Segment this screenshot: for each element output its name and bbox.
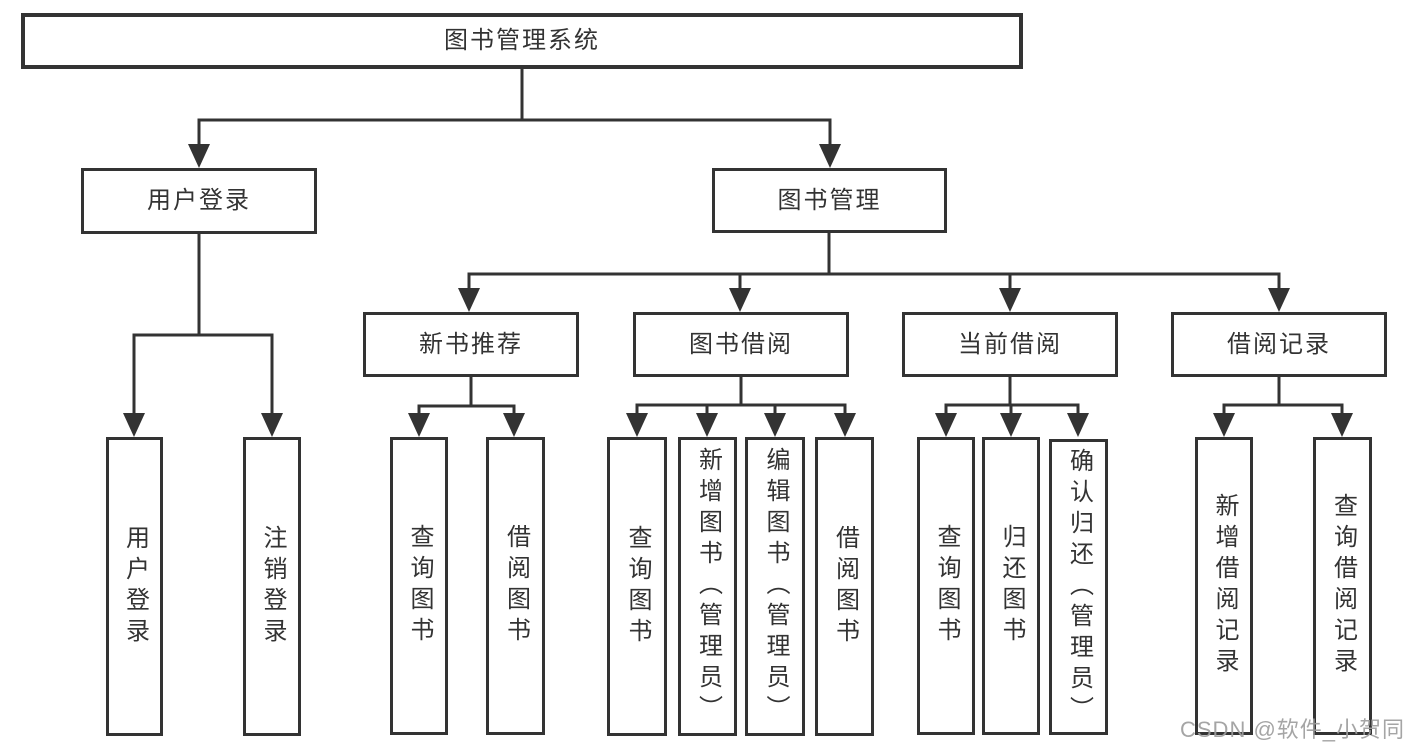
node-label: 确认归还（管理员） bbox=[1065, 447, 1093, 727]
node-label: 查询借阅记录 bbox=[1329, 493, 1357, 679]
node-confirm-return-admin: 确认归还（管理员） bbox=[1049, 439, 1108, 735]
node-label: 查询图书 bbox=[933, 524, 960, 648]
node-library-system: 图书管理系统 bbox=[21, 13, 1023, 69]
node-logout-leaf: 注销登录 bbox=[243, 437, 301, 736]
node-return-books: 归还图书 bbox=[982, 437, 1040, 735]
node-label: 借阅记录 bbox=[1227, 330, 1331, 358]
node-query-books-recommend: 查询图书 bbox=[390, 437, 448, 735]
node-query-books-borrow: 查询图书 bbox=[607, 437, 667, 736]
node-edit-book-admin: 编辑图书（管理员） bbox=[745, 437, 805, 736]
node-borrow-books-recommend: 借阅图书 bbox=[486, 437, 545, 735]
node-add-borrow-record: 新增借阅记录 bbox=[1195, 437, 1253, 735]
node-label: 用户登录 bbox=[121, 524, 149, 649]
node-query-books-current: 查询图书 bbox=[917, 437, 975, 735]
watermark-text: CSDN @软件_小贺同学 bbox=[1180, 717, 1405, 742]
node-borrowing-records: 借阅记录 bbox=[1171, 312, 1387, 377]
node-book-borrowing: 图书借阅 bbox=[633, 312, 849, 377]
node-user-login-leaf: 用户登录 bbox=[106, 437, 163, 736]
node-label: 新增图书（管理员） bbox=[694, 447, 722, 726]
node-label: 编辑图书（管理员） bbox=[762, 447, 789, 726]
node-label: 当前借阅 bbox=[958, 330, 1062, 358]
node-add-book-admin: 新增图书（管理员） bbox=[678, 437, 737, 736]
node-label: 归还图书 bbox=[998, 524, 1025, 648]
node-new-book-recommend: 新书推荐 bbox=[363, 312, 579, 377]
node-label: 借阅图书 bbox=[831, 524, 859, 649]
node-label: 新书推荐 bbox=[419, 330, 523, 358]
node-label: 图书管理系统 bbox=[444, 27, 600, 54]
node-label: 借阅图书 bbox=[502, 524, 530, 648]
node-label: 图书借阅 bbox=[689, 330, 793, 358]
node-borrow-books-leaf: 借阅图书 bbox=[815, 437, 874, 736]
node-book-management: 图书管理 bbox=[712, 168, 947, 233]
node-label: 查询图书 bbox=[406, 524, 433, 648]
node-label: 图书管理 bbox=[777, 186, 882, 214]
node-label: 注销登录 bbox=[259, 524, 286, 649]
node-query-borrow-record: 查询借阅记录 bbox=[1313, 437, 1372, 735]
node-label: 查询图书 bbox=[624, 524, 651, 649]
node-current-borrowing: 当前借阅 bbox=[902, 312, 1118, 377]
node-user-login: 用户登录 bbox=[81, 168, 317, 234]
node-label: 用户登录 bbox=[147, 187, 251, 214]
node-label: 新增借阅记录 bbox=[1211, 493, 1238, 679]
